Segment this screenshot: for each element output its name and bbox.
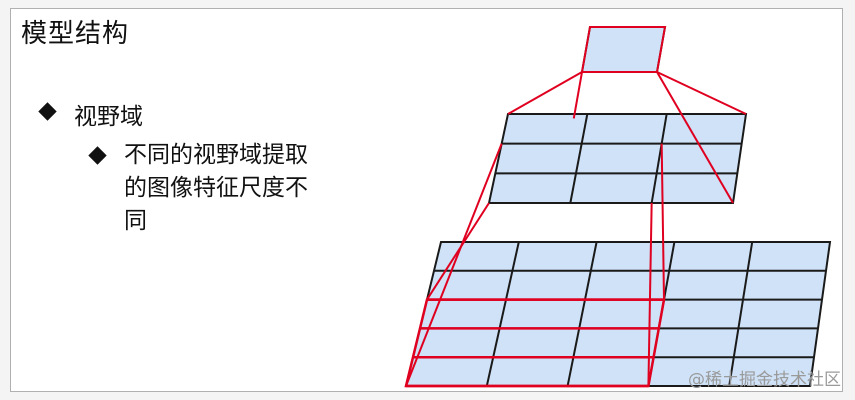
bullet-level1: 视野域 xyxy=(38,97,143,131)
grid-line xyxy=(569,113,589,204)
connector-line xyxy=(426,202,490,301)
slide-title: 模型结构 xyxy=(21,19,130,49)
grid-line xyxy=(650,113,668,204)
bullet-text: 视野域 xyxy=(74,104,143,130)
connector-line xyxy=(507,71,583,115)
grid-line xyxy=(485,241,520,387)
connector-line xyxy=(405,143,503,387)
bullet-level2: 不同的视野域提取的图像特征尺度不同 xyxy=(88,139,311,238)
top-cell-fill xyxy=(580,26,667,73)
layer-grids xyxy=(404,26,832,387)
bullet-text: 不同的视野域提取的图像特征尺度不同 xyxy=(124,142,308,234)
connector-line xyxy=(660,143,665,300)
connector-line xyxy=(572,71,583,119)
watermark: @稀土掘金技术社区 xyxy=(688,370,841,390)
connector-line xyxy=(656,71,747,115)
grid-line xyxy=(728,241,754,387)
connector-line xyxy=(647,202,653,387)
receptive-field-lines xyxy=(404,26,747,388)
top-cell xyxy=(580,26,667,73)
connector-line xyxy=(656,71,734,204)
grid-line xyxy=(566,241,598,387)
